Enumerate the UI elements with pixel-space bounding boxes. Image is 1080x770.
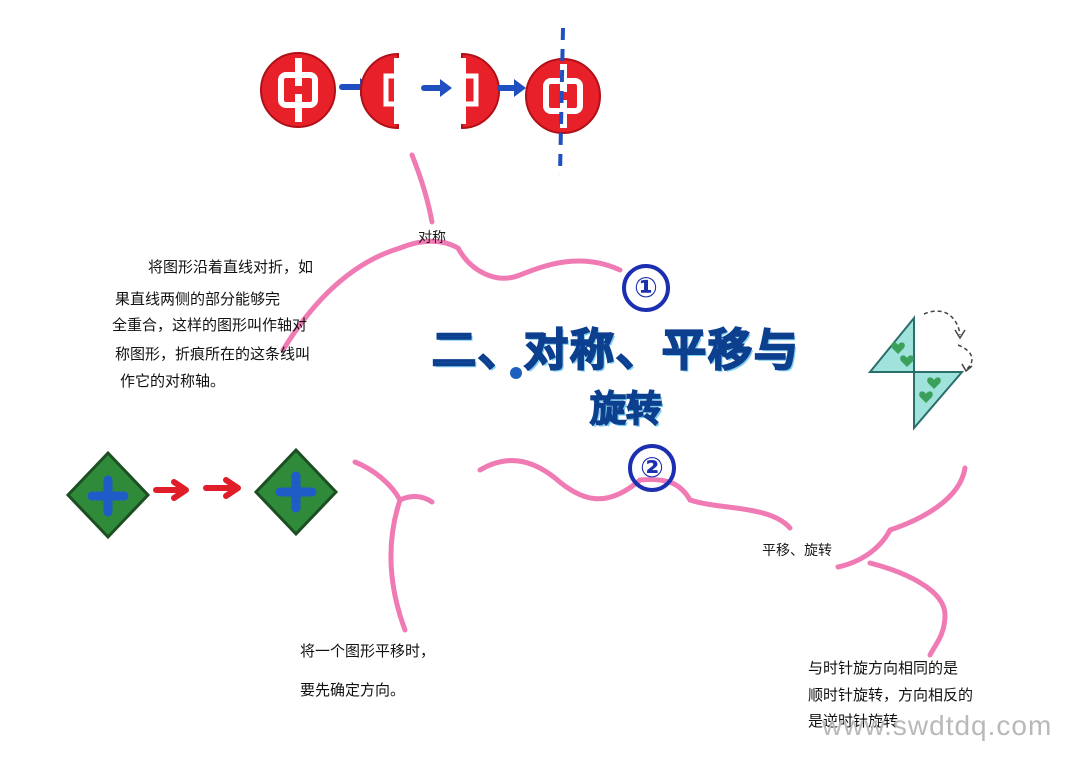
branch-number-1: ① [622,264,670,312]
symmetry-line-1: 将图形沿着直线对折，如 [148,258,314,276]
blue-arrow-2 [421,79,452,97]
bank-logo-with-axis [525,27,601,176]
branch-symmetry-main [280,238,623,353]
branch-number-2: ② [628,444,676,492]
green-diamond-2 [253,447,339,537]
branch-rotation-1 [835,465,968,570]
rotation-line-2: 顺时针旋转，方向相反的 [808,686,974,704]
symmetry-line-3: 全重合，这样的图形叫作轴对 [112,316,308,334]
red-arrow-2 [203,477,241,499]
diamond-sequence [65,447,339,540]
rotation-line-1: 与时针旋方向相同的是 [808,659,959,677]
blue-arrow-3 [497,79,526,97]
main-title: 二、对称、平移与 [431,324,800,377]
green-diamond-1 [65,450,151,540]
rotation-arrow-icon [923,310,961,336]
watermark: www.swdtdq.com [822,710,1053,741]
branch-translation-2 [397,494,435,505]
symmetry-label: 对称 [418,230,446,246]
title-dot [510,367,522,379]
symmetry-line-5: 作它的对称轴。 [120,372,226,390]
translation-line-2: 要先确定方向。 [300,681,406,699]
red-arrow-1 [153,479,189,501]
branch-top-to-logo [409,152,435,225]
branch-translation-1 [352,459,408,633]
branch-rotation-2 [867,560,948,658]
logo-sequence [260,27,601,176]
triangle-rotated [913,371,965,431]
symmetry-axis-line [558,27,565,176]
bank-logo-right-half [457,52,500,130]
translation-rotation-label: 平移、旋转 [762,543,832,559]
main-title-line2: 旋转 [589,388,663,431]
symmetry-line-2: 果直线两侧的部分能够完 [115,290,281,308]
rotation-line-3: 是逆时针旋转 [808,712,899,730]
symmetry-line-4: 称图形，折痕所在的这条线叫 [115,345,311,363]
bank-logo-full [260,52,336,128]
translation-line-1: 将一个图形平移时， [300,642,436,660]
rotation-figure [867,310,973,431]
bank-logo-left-half [360,52,403,130]
